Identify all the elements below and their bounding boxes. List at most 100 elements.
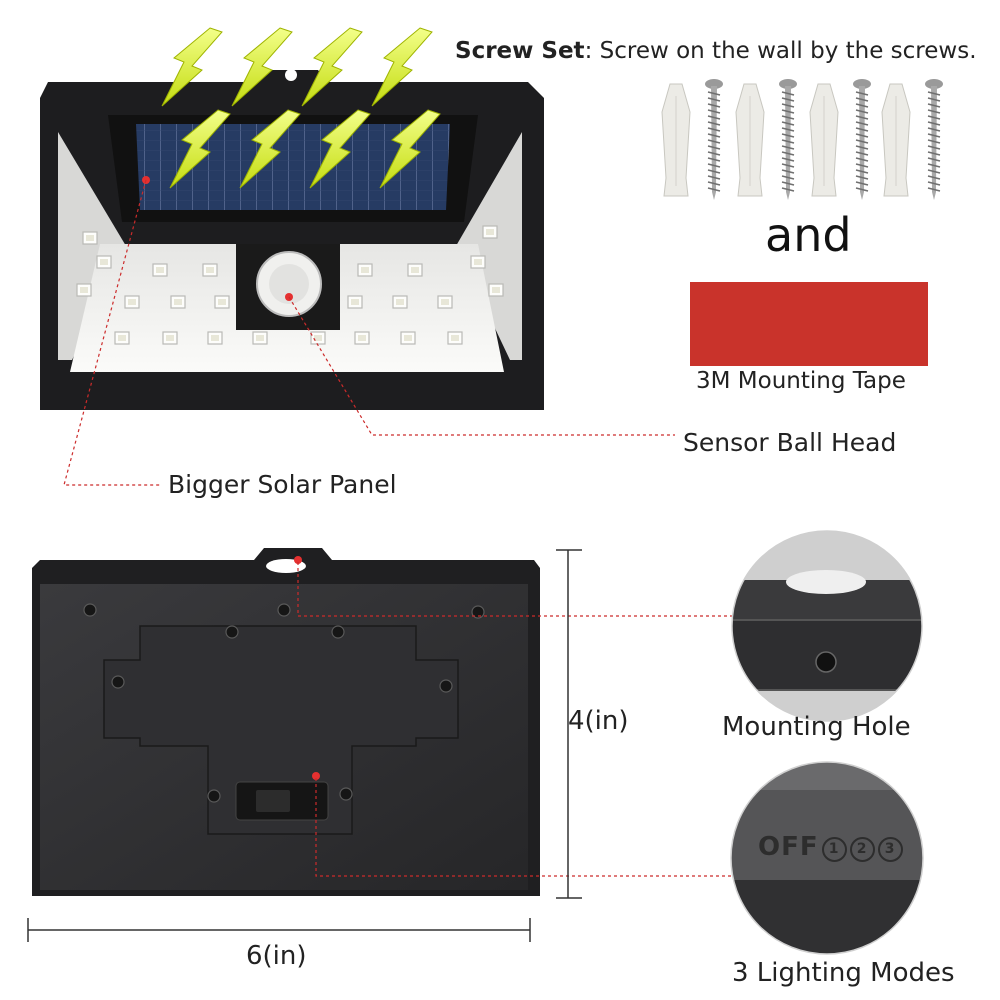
screw-thread: [855, 181, 869, 186]
lighting-modes-label: 3 Lighting Modes: [732, 958, 955, 988]
front-view: [40, 27, 675, 486]
switch-callout-dot: [312, 772, 320, 780]
screw-thread: [855, 97, 869, 102]
height-dimension: [556, 549, 582, 899]
led-wing-left: [58, 132, 126, 360]
height-label: 4(in): [568, 706, 629, 736]
screw-thread: [781, 133, 795, 138]
sunlight-arrow: [371, 27, 433, 107]
led-chip-core: [80, 287, 88, 293]
screw-set-separator: :: [584, 38, 593, 64]
screw-thread: [781, 121, 795, 126]
screw-head: [853, 79, 871, 89]
mounting-bracket: [103, 625, 459, 835]
led-chip-core: [211, 335, 219, 341]
screw-thread: [707, 139, 721, 144]
screw-thread: [781, 163, 795, 168]
screw-thread: [927, 151, 941, 156]
back-view: [32, 548, 742, 896]
screw-thread: [707, 181, 721, 186]
led-chip-core: [474, 259, 482, 265]
screw-thread: [781, 157, 795, 162]
screw-thread: [781, 97, 795, 102]
screw-thread: [927, 121, 941, 126]
mounting-tape: [690, 282, 928, 366]
sunlight-arrow: [301, 27, 363, 107]
screw-thread: [855, 115, 869, 120]
screw-thread: [927, 97, 941, 102]
led-chip-core: [128, 299, 136, 305]
led-chip-core: [404, 335, 412, 341]
width-label: 6(in): [246, 941, 307, 971]
tape-label: 3M Mounting Tape: [696, 368, 906, 394]
back-screw: [83, 603, 97, 617]
screw-set-heading: Screw Set: Screw on the wall by the scre…: [455, 38, 977, 64]
sunlight-arrow: [231, 27, 293, 107]
led-chip-core: [451, 335, 459, 341]
screw-set-title: Screw Set: [455, 38, 585, 64]
screw-thread: [855, 175, 869, 180]
screw-thread: [707, 175, 721, 180]
screw-thread: [707, 145, 721, 150]
screw-thread: [781, 187, 795, 192]
led-chip-core: [166, 335, 174, 341]
screw-thread: [707, 115, 721, 120]
screw-thread: [781, 103, 795, 108]
mounting-hole-label: Mounting Hole: [722, 712, 911, 742]
screw-head: [925, 79, 943, 89]
screw-thread: [707, 91, 721, 96]
screw-head: [779, 79, 797, 89]
led-chip-core: [411, 267, 419, 273]
screw-thread: [855, 145, 869, 150]
screw-thread: [707, 151, 721, 156]
screw-thread: [707, 121, 721, 126]
screw-thread: [855, 187, 869, 192]
led-wing-right: [456, 132, 522, 360]
back-screw: [277, 603, 291, 617]
solar-callout-line: [63, 179, 160, 486]
screw-thread: [781, 109, 795, 114]
screw-thread: [707, 169, 721, 174]
back-screw: [471, 605, 485, 619]
screw-thread: [707, 97, 721, 102]
screw-thread: [707, 133, 721, 138]
hole-callout-dot: [294, 556, 302, 564]
led-chip-core: [361, 267, 369, 273]
screw-thread: [707, 109, 721, 114]
led-chip-core: [314, 335, 322, 341]
screw-thread: [927, 115, 941, 120]
mode-2-marker: 2: [849, 837, 875, 862]
screw-thread: [855, 163, 869, 168]
back-screw: [207, 789, 221, 803]
solar-panel: [136, 124, 450, 210]
led-chip-core: [118, 335, 126, 341]
sunlight-arrows: [161, 27, 441, 189]
screw-thread: [855, 103, 869, 108]
sensor-label: Sensor Ball Head: [683, 428, 897, 457]
led-chip-core: [100, 259, 108, 265]
screw-thread: [855, 109, 869, 114]
led-chip-core: [358, 335, 366, 341]
led-panel: [70, 244, 504, 372]
led-chip-core: [156, 267, 164, 273]
screw-thread: [781, 181, 795, 186]
screw-thread: [927, 103, 941, 108]
screw-thread: [927, 163, 941, 168]
led-chip-core: [441, 299, 449, 305]
led-chip-core: [206, 267, 214, 273]
sunlight-arrow: [161, 27, 223, 107]
screw-head: [705, 79, 723, 89]
switch-off-text: OFF: [758, 832, 819, 862]
screw-thread: [781, 151, 795, 156]
screw-thread: [927, 133, 941, 138]
screw-thread: [781, 115, 795, 120]
back-screw: [331, 625, 345, 639]
screw-thread: [781, 91, 795, 96]
led-chip-core: [351, 299, 359, 305]
sunlight-arrow: [309, 109, 371, 189]
back-screw: [439, 679, 453, 693]
sunlight-arrow: [239, 109, 301, 189]
hanging-hole: [285, 69, 297, 81]
